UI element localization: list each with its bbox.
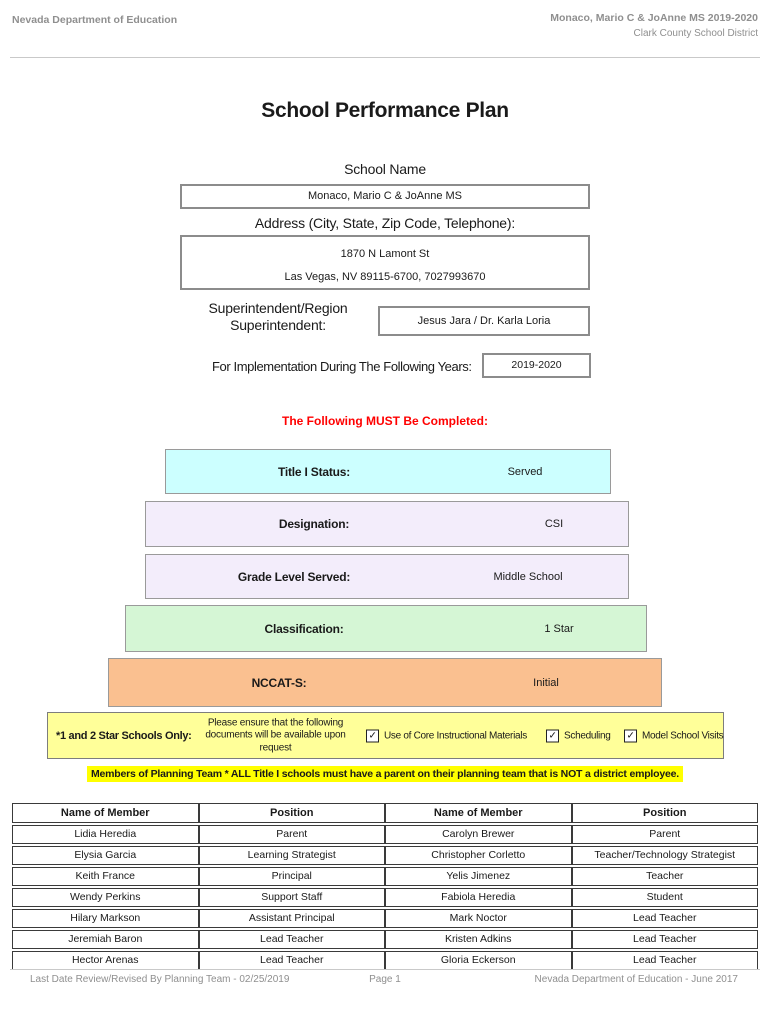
member-name-cell: Gloria Eckerson <box>385 951 572 970</box>
member-name-cell: Jeremiah Baron <box>12 930 199 949</box>
status-row-designation: Designation: CSI <box>145 501 629 547</box>
header-cell-name-2: Name of Member <box>385 803 572 823</box>
table-row: Keith France Principal Yelis Jimenez Tea… <box>12 867 758 886</box>
footer-divider <box>10 969 760 970</box>
table-row: Wendy Perkins Support Staff Fabiola Here… <box>12 888 758 907</box>
member-position-cell: Lead Teacher <box>571 930 758 949</box>
member-name-cell: Keith France <box>12 867 199 886</box>
member-name-cell: Hilary Markson <box>12 909 199 928</box>
star-schools-row: *1 and 2 Star Schools Only: Please ensur… <box>47 712 724 759</box>
table-row: Jeremiah Baron Lead Teacher Kristen Adki… <box>12 930 758 949</box>
member-position-cell: Student <box>571 888 758 907</box>
member-name-cell: Yelis Jimenez <box>385 867 572 886</box>
members-table: Name of Member Position Name of Member P… <box>12 801 758 972</box>
member-name-cell: Elysia Garcia <box>12 846 199 865</box>
implementation-years-field[interactable]: 2019-2020 <box>482 353 591 378</box>
implementation-years-value: 2019-2020 <box>511 359 562 371</box>
header-school-block: Monaco, Mario C & JoAnne MS 2019-2020 Cl… <box>550 12 758 39</box>
table-row: Hilary Markson Assistant Principal Mark … <box>12 909 758 928</box>
member-position-cell: Learning Strategist <box>198 846 385 865</box>
member-position-cell: Lead Teacher <box>571 909 758 928</box>
header-cell-position-2: Position <box>571 803 758 823</box>
member-position-cell: Lead Teacher <box>198 951 385 970</box>
nccat-s-label: NCCAT-S: <box>251 675 307 690</box>
footer-page-number: Page 1 <box>369 974 401 985</box>
member-position-cell: Parent <box>198 825 385 844</box>
member-name-cell: Lidia Heredia <box>12 825 199 844</box>
classification-value: 1 Star <box>544 622 574 635</box>
header-department-text: Nevada Department of Education <box>12 14 178 26</box>
superintendent-value: Jesus Jara / Dr. Karla Loria <box>417 315 551 327</box>
member-name-cell: Carolyn Brewer <box>385 825 572 844</box>
checkbox-checked-icon[interactable]: ✓ <box>546 729 559 742</box>
star-schools-note: Please ensure that the following documen… <box>205 716 346 753</box>
status-row-grade-level: Grade Level Served: Middle School <box>145 554 629 599</box>
page-title: School Performance Plan <box>261 99 509 122</box>
checkbox-label-model-visits: Model School Visits <box>642 730 724 741</box>
superintendent-field[interactable]: Jesus Jara / Dr. Karla Loria <box>378 306 590 336</box>
grade-level-value: Middle School <box>493 570 563 583</box>
member-position-cell: Lead Teacher <box>198 930 385 949</box>
header-district-text: Clark County School District <box>633 28 758 39</box>
member-position-cell: Teacher <box>571 867 758 886</box>
status-row-nccat-s: NCCAT-S: Initial <box>108 658 662 707</box>
member-position-cell: Parent <box>571 825 758 844</box>
table-row: Lidia Heredia Parent Carolyn Brewer Pare… <box>12 825 758 844</box>
member-position-cell: Support Staff <box>198 888 385 907</box>
member-position-cell: Teacher/Technology Strategist <box>571 846 758 865</box>
member-name-cell: Hector Arenas <box>12 951 199 970</box>
member-name-cell: Kristen Adkins <box>385 930 572 949</box>
title-i-status-label: Title I Status: <box>277 464 351 479</box>
checkbox-label-core-materials: Use of Core Instructional Materials <box>384 730 527 741</box>
header-divider <box>10 57 760 58</box>
address-field[interactable]: 1870 N Lamont St Las Vegas, NV 89115-670… <box>180 235 590 290</box>
designation-label: Designation: <box>278 517 350 531</box>
header-cell-position-1: Position <box>198 803 385 823</box>
member-name-cell: Fabiola Heredia <box>385 888 572 907</box>
checkbox-checked-icon[interactable]: ✓ <box>624 729 637 742</box>
planning-team-notice: Members of Planning Team * ALL Title I s… <box>0 764 770 782</box>
member-position-cell: Assistant Principal <box>198 909 385 928</box>
checkbox-item-scheduling: ✓ Scheduling <box>546 729 611 742</box>
star-schools-label: *1 and 2 Star Schools Only: <box>56 729 192 742</box>
footer-department-text: Nevada Department of Education - June 20… <box>534 974 738 985</box>
classification-label: Classification: <box>264 621 344 636</box>
status-row-classification: Classification: 1 Star <box>125 605 647 652</box>
designation-value: CSI <box>544 518 564 530</box>
table-row: Elysia Garcia Learning Strategist Christ… <box>12 846 758 865</box>
member-name-cell: Mark Noctor <box>385 909 572 928</box>
header-school-year-text: Monaco, Mario C & JoAnne MS 2019-2020 <box>550 12 758 24</box>
planning-team-notice-text: Members of Planning Team * ALL Title I s… <box>86 766 684 782</box>
status-row-title-i-status: Title I Status: Served <box>165 449 611 494</box>
school-name-label: School Name <box>344 161 426 177</box>
grade-level-label: Grade Level Served: <box>237 569 351 584</box>
member-name-cell: Wendy Perkins <box>12 888 199 907</box>
checkbox-item-model-visits: ✓ Model School Visits <box>624 729 724 742</box>
checkbox-item-core-materials: ✓ Use of Core Instructional Materials <box>366 729 527 742</box>
address-city-line: Las Vegas, NV 89115-6700, 7027993670 <box>284 271 486 283</box>
member-position-cell: Lead Teacher <box>571 951 758 970</box>
footer-revision-text: Last Date Review/Revised By Planning Tea… <box>30 974 290 985</box>
school-name-field[interactable]: Monaco, Mario C & JoAnne MS <box>180 184 590 209</box>
address-street-line: 1870 N Lamont St <box>340 248 430 260</box>
superintendent-label: Superintendent/Region Superintendent: <box>208 300 348 333</box>
header-cell-name-1: Name of Member <box>12 803 199 823</box>
checkbox-label-scheduling: Scheduling <box>564 730 611 741</box>
must-complete-notice: The Following MUST Be Completed: <box>282 414 488 428</box>
member-name-cell: Christopher Corletto <box>385 846 572 865</box>
table-row: Hector Arenas Lead Teacher Gloria Eckers… <box>12 951 758 970</box>
school-name-value: Monaco, Mario C & JoAnne MS <box>307 190 463 202</box>
members-table-header-row: Name of Member Position Name of Member P… <box>12 803 758 823</box>
member-position-cell: Principal <box>198 867 385 886</box>
nccat-s-value: Initial <box>533 676 559 689</box>
checkbox-checked-icon[interactable]: ✓ <box>366 729 379 742</box>
title-i-status-value: Served <box>507 465 543 478</box>
implementation-years-label: For Implementation During The Following … <box>212 359 472 374</box>
address-label: Address (City, State, Zip Code, Telephon… <box>254 215 516 231</box>
